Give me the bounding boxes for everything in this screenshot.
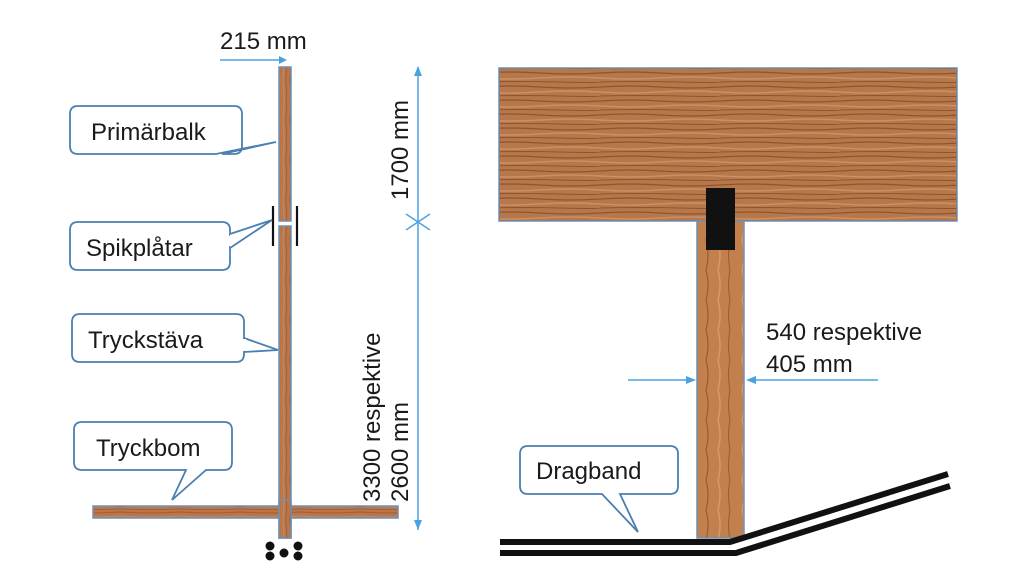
right-view: 540 respektive 405 mm Dragband bbox=[498, 67, 958, 556]
callout-primary-beam-text: Primärbalk bbox=[91, 119, 207, 146]
callout-strut-text: Tryckstäva bbox=[88, 327, 204, 354]
section-dim-left-arrow bbox=[686, 376, 696, 384]
callout-tie-band-text: Dragband bbox=[536, 458, 641, 485]
compression-boom bbox=[92, 505, 399, 519]
height-dimension bbox=[405, 66, 431, 530]
lower-height-text-line1: 3300 respektive bbox=[359, 333, 386, 502]
left-view: 215 mm 1700 mm 3300 respektive bbox=[69, 28, 431, 561]
callout-nail-plates-text: Spikplåtar bbox=[86, 235, 193, 262]
section-dim-right-arrow bbox=[746, 376, 756, 384]
width-dimension-text: 215 mm bbox=[220, 28, 307, 55]
width-dimension-arrow bbox=[279, 56, 287, 64]
tie-band-lower bbox=[500, 483, 951, 556]
upper-height-text: 1700 mm bbox=[387, 100, 414, 200]
callout-boom: Tryckbom bbox=[73, 421, 233, 501]
strut-base bbox=[278, 499, 292, 539]
section-dim-text-line2: 405 mm bbox=[766, 351, 853, 378]
strut bbox=[278, 225, 292, 539]
callout-boom-text: Tryckbom bbox=[96, 435, 200, 462]
callout-nail-plates: Spikplåtar bbox=[69, 219, 273, 271]
callout-tie-band: Dragband bbox=[519, 445, 679, 533]
cable-bundle bbox=[265, 541, 303, 561]
callout-strut: Tryckstäva bbox=[71, 313, 279, 363]
section-dim-text-line1: 540 respektive bbox=[766, 319, 922, 346]
primary-beam bbox=[278, 66, 292, 222]
steel-connector bbox=[706, 188, 735, 250]
callout-primary-beam: Primärbalk bbox=[69, 105, 277, 155]
strut-section bbox=[696, 220, 745, 539]
lower-height-text-line2: 2600 mm bbox=[387, 402, 414, 502]
tie-band-upper bbox=[500, 471, 949, 545]
